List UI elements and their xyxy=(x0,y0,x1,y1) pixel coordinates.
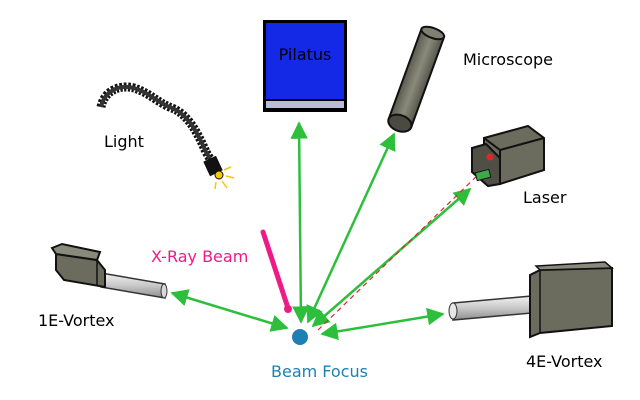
laser-device xyxy=(471,124,545,188)
arrow-pilatus xyxy=(290,121,310,324)
pilatus-label: Pilatus xyxy=(279,45,332,64)
light-lamp xyxy=(96,82,235,190)
x-ray-beam xyxy=(260,229,292,313)
arrow-1e-vortex xyxy=(170,289,289,332)
microscope-label: Microscope xyxy=(463,50,553,69)
x-ray-beam-label: X-Ray Beam xyxy=(151,247,248,266)
arrow-laser xyxy=(311,187,472,328)
microscope xyxy=(387,25,446,133)
connection-arrows xyxy=(170,121,472,341)
beam-focus-dot xyxy=(292,329,308,345)
vortex-1e-detector xyxy=(50,242,168,299)
vortex-4e-detector xyxy=(448,261,614,339)
vortex-4e-label: 4E-Vortex xyxy=(526,352,603,371)
laser-beam xyxy=(317,169,484,331)
arrow-4e-vortex xyxy=(320,307,445,341)
vortex-1e-label: 1E-Vortex xyxy=(38,311,115,330)
light-label: Light xyxy=(104,132,144,151)
laser-label: Laser xyxy=(523,188,567,207)
beam-focus-label: Beam Focus xyxy=(271,362,368,381)
pilatus-detector: Pilatus xyxy=(263,20,347,112)
